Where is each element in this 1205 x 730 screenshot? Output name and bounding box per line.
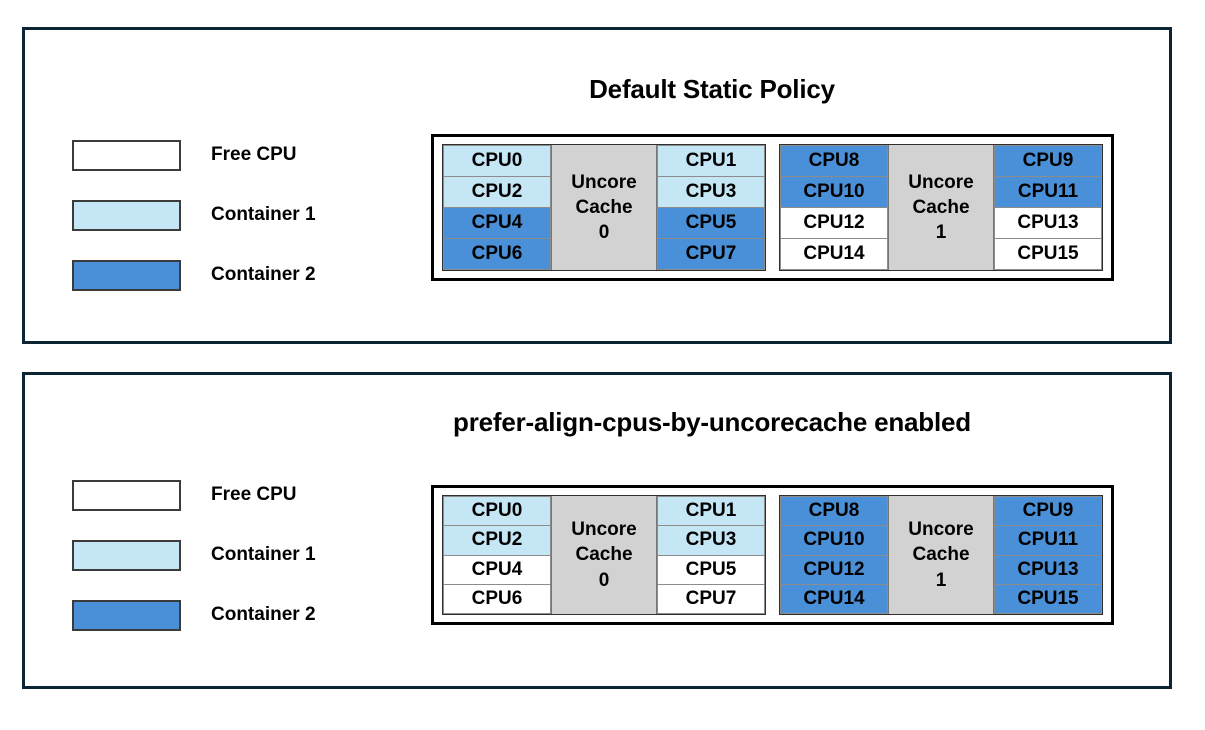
cpu-cell: CPU4 [443, 554, 551, 585]
page-title: prefer-align-cpus-by-uncorecache enabled [453, 407, 971, 437]
cpu-cell: CPU5 [657, 554, 765, 585]
cache-group-0: CPU0 CPU2 CPU4 CPU6 Uncore Cache 0 CPU1 … [442, 495, 766, 615]
uncore-cache-block-0: Uncore Cache 0 [551, 145, 657, 270]
cpu-cell: CPU12 [780, 207, 888, 239]
cpu-cell: CPU12 [780, 554, 888, 585]
cpu-cell: CPU6 [443, 583, 551, 614]
uncore-cache-label-line1: Uncore [908, 519, 974, 541]
legend: Free CPU Container 1 Container 2 [72, 125, 316, 305]
cpu-column-right: CPU1 CPU3 CPU5 CPU7 [657, 145, 765, 270]
cpu-topology-diagram: CPU0 CPU2 CPU4 CPU6 Uncore Cache 0 CPU1 … [431, 134, 1114, 281]
cpu-cell: CPU10 [780, 176, 888, 208]
diagram-panel-prefer-align-cpus-by-uncorecache: prefer-align-cpus-by-uncorecache enabled… [22, 372, 1172, 689]
cpu-column-right: CPU1 CPU3 CPU5 CPU7 [657, 496, 765, 614]
cpu-column-left: CPU0 CPU2 CPU4 CPU6 [443, 496, 551, 614]
cpu-cell: CPU1 [657, 145, 765, 177]
cpu-topology-diagram: CPU0 CPU2 CPU4 CPU6 Uncore Cache 0 CPU1 … [431, 485, 1114, 625]
cache-group-1: CPU8 CPU10 CPU12 CPU14 Uncore Cache 1 CP… [779, 495, 1103, 615]
cpu-cell: CPU13 [994, 207, 1102, 239]
legend-swatch-container-1 [72, 199, 181, 231]
legend-swatch-container-2 [72, 259, 181, 291]
legend-swatch-container-2 [72, 599, 181, 631]
cpu-cell: CPU3 [657, 525, 765, 556]
cpu-cell: CPU8 [780, 145, 888, 177]
legend-item: Container 1 [72, 525, 316, 585]
uncore-cache-index: 1 [935, 222, 947, 244]
legend: Free CPU Container 1 Container 2 [72, 465, 316, 645]
cpu-cell: CPU4 [443, 207, 551, 239]
legend-label: Container 1 [211, 204, 316, 225]
cpu-cell: CPU9 [994, 145, 1102, 177]
cpu-cell: CPU15 [994, 583, 1102, 614]
cpu-cell: CPU11 [994, 176, 1102, 208]
cpu-cell: CPU7 [657, 583, 765, 614]
cpu-column-left: CPU8 CPU10 CPU12 CPU14 [780, 145, 888, 270]
legend-item: Free CPU [72, 465, 316, 525]
legend-swatch-free-cpu [72, 479, 181, 511]
legend-label: Container 2 [211, 264, 316, 285]
uncore-cache-label-line2: Cache [912, 196, 970, 218]
legend-label: Container 1 [211, 544, 316, 565]
legend-swatch-free-cpu [72, 139, 181, 171]
cpu-cell: CPU15 [994, 238, 1102, 270]
cpu-column-left: CPU8 CPU10 CPU12 CPU14 [780, 496, 888, 614]
cpu-cell: CPU0 [443, 145, 551, 177]
cpu-cell: CPU10 [780, 525, 888, 556]
cpu-cell: CPU14 [780, 238, 888, 270]
legend-label: Free CPU [211, 144, 297, 165]
uncore-cache-label-line2: Cache [575, 196, 633, 218]
uncore-cache-block-1: Uncore Cache 1 [888, 145, 994, 270]
uncore-cache-label-line1: Uncore [571, 519, 637, 541]
legend-item: Container 2 [72, 245, 316, 305]
cpu-cell: CPU6 [443, 238, 551, 270]
cpu-cell: CPU1 [657, 496, 765, 527]
cpu-cell: CPU9 [994, 496, 1102, 527]
cpu-cell: CPU11 [994, 525, 1102, 556]
cpu-cell: CPU14 [780, 583, 888, 614]
cpu-cell: CPU5 [657, 207, 765, 239]
uncore-cache-label-line1: Uncore [908, 171, 974, 193]
cpu-cell: CPU2 [443, 176, 551, 208]
cpu-cell: CPU3 [657, 176, 765, 208]
cpu-cell: CPU8 [780, 496, 888, 527]
diagram-panel-default-static-policy: Default Static Policy Free CPU Container… [22, 27, 1172, 344]
page-title: Default Static Policy [589, 74, 835, 104]
legend-item: Container 1 [72, 185, 316, 245]
uncore-cache-block-0: Uncore Cache 0 [551, 496, 657, 614]
cpu-cell: CPU2 [443, 525, 551, 556]
cpu-cell: CPU13 [994, 554, 1102, 585]
cpu-cell: CPU0 [443, 496, 551, 527]
uncore-cache-label-line2: Cache [912, 544, 970, 566]
cpu-column-right: CPU9 CPU11 CPU13 CPU15 [994, 496, 1102, 614]
legend-label: Container 2 [211, 604, 316, 625]
legend-swatch-container-1 [72, 539, 181, 571]
cpu-column-right: CPU9 CPU11 CPU13 CPU15 [994, 145, 1102, 270]
cpu-column-left: CPU0 CPU2 CPU4 CPU6 [443, 145, 551, 270]
uncore-cache-index: 0 [598, 222, 610, 244]
legend-item: Free CPU [72, 125, 316, 185]
cache-group-0: CPU0 CPU2 CPU4 CPU6 Uncore Cache 0 CPU1 … [442, 144, 766, 271]
uncore-cache-label-line2: Cache [575, 544, 633, 566]
uncore-cache-block-1: Uncore Cache 1 [888, 496, 994, 614]
uncore-cache-label-line1: Uncore [571, 171, 637, 193]
legend-label: Free CPU [211, 484, 297, 505]
legend-item: Container 2 [72, 585, 316, 645]
uncore-cache-index: 1 [935, 569, 947, 591]
cache-group-1: CPU8 CPU10 CPU12 CPU14 Uncore Cache 1 CP… [779, 144, 1103, 271]
uncore-cache-index: 0 [598, 569, 610, 591]
cpu-cell: CPU7 [657, 238, 765, 270]
